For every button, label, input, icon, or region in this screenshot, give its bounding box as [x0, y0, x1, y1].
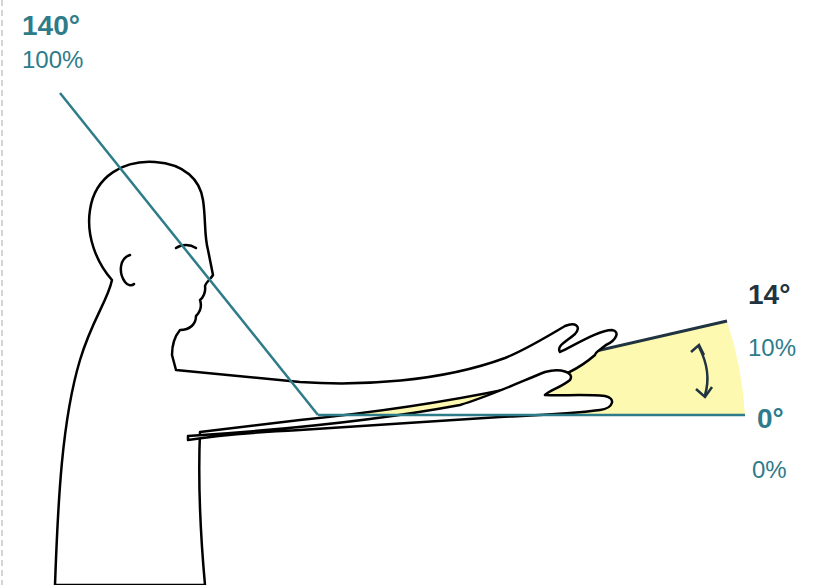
range-arrow: [691, 345, 712, 397]
max-line: [60, 93, 318, 415]
arrow-head: [696, 387, 712, 397]
ear: [121, 255, 134, 285]
angle-value: 0°: [757, 405, 784, 433]
percent-value: 10%: [748, 336, 796, 360]
page-border: [1, 0, 3, 585]
percent-value: 100%: [22, 48, 83, 72]
body-outline: [55, 162, 617, 585]
person-figure: [55, 162, 617, 585]
angle-value: 14°: [748, 281, 790, 309]
angle-value: 140°: [22, 12, 80, 40]
near-arm: [188, 370, 612, 440]
baseline-line: [318, 414, 745, 417]
percent-value: 0%: [752, 458, 787, 482]
eye: [176, 245, 196, 248]
arrow-head: [691, 345, 704, 355]
